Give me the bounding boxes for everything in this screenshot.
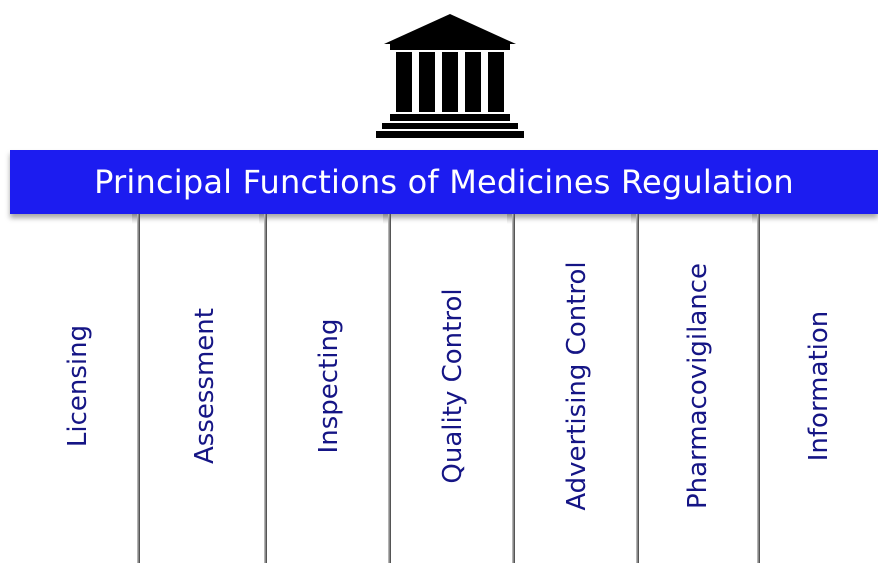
column-divider — [636, 214, 639, 563]
column-pharmacovigilance: Pharmacovigilance — [636, 214, 760, 563]
government-building-icon — [376, 12, 524, 140]
title-banner: Principal Functions of Medicines Regulat… — [10, 150, 878, 214]
column-label-licensing: Licensing — [63, 324, 93, 448]
banner-title: Principal Functions of Medicines Regulat… — [94, 163, 794, 201]
column-label-information: Information — [804, 310, 834, 462]
column-divider — [264, 214, 267, 563]
column-divider — [137, 214, 140, 563]
column-information: Information — [760, 214, 878, 563]
column-label-quality-control: Quality Control — [438, 288, 468, 484]
column-advertising-control: Advertising Control — [515, 214, 639, 563]
column-label-inspecting: Inspecting — [314, 318, 344, 454]
column-label-assessment: Assessment — [190, 308, 220, 464]
column-label-pharmacovigilance: Pharmacovigilance — [683, 262, 713, 510]
column-label-advertising-control: Advertising Control — [562, 261, 592, 511]
column-quality-control: Quality Control — [391, 214, 515, 563]
column-assessment: Assessment — [143, 214, 267, 563]
function-columns: Licensing Assessment Inspecting Quality … — [0, 214, 878, 563]
column-divider — [512, 214, 515, 563]
column-divider — [388, 214, 391, 563]
column-inspecting: Inspecting — [267, 214, 391, 563]
column-divider — [757, 214, 760, 563]
column-licensing: Licensing — [16, 214, 140, 563]
